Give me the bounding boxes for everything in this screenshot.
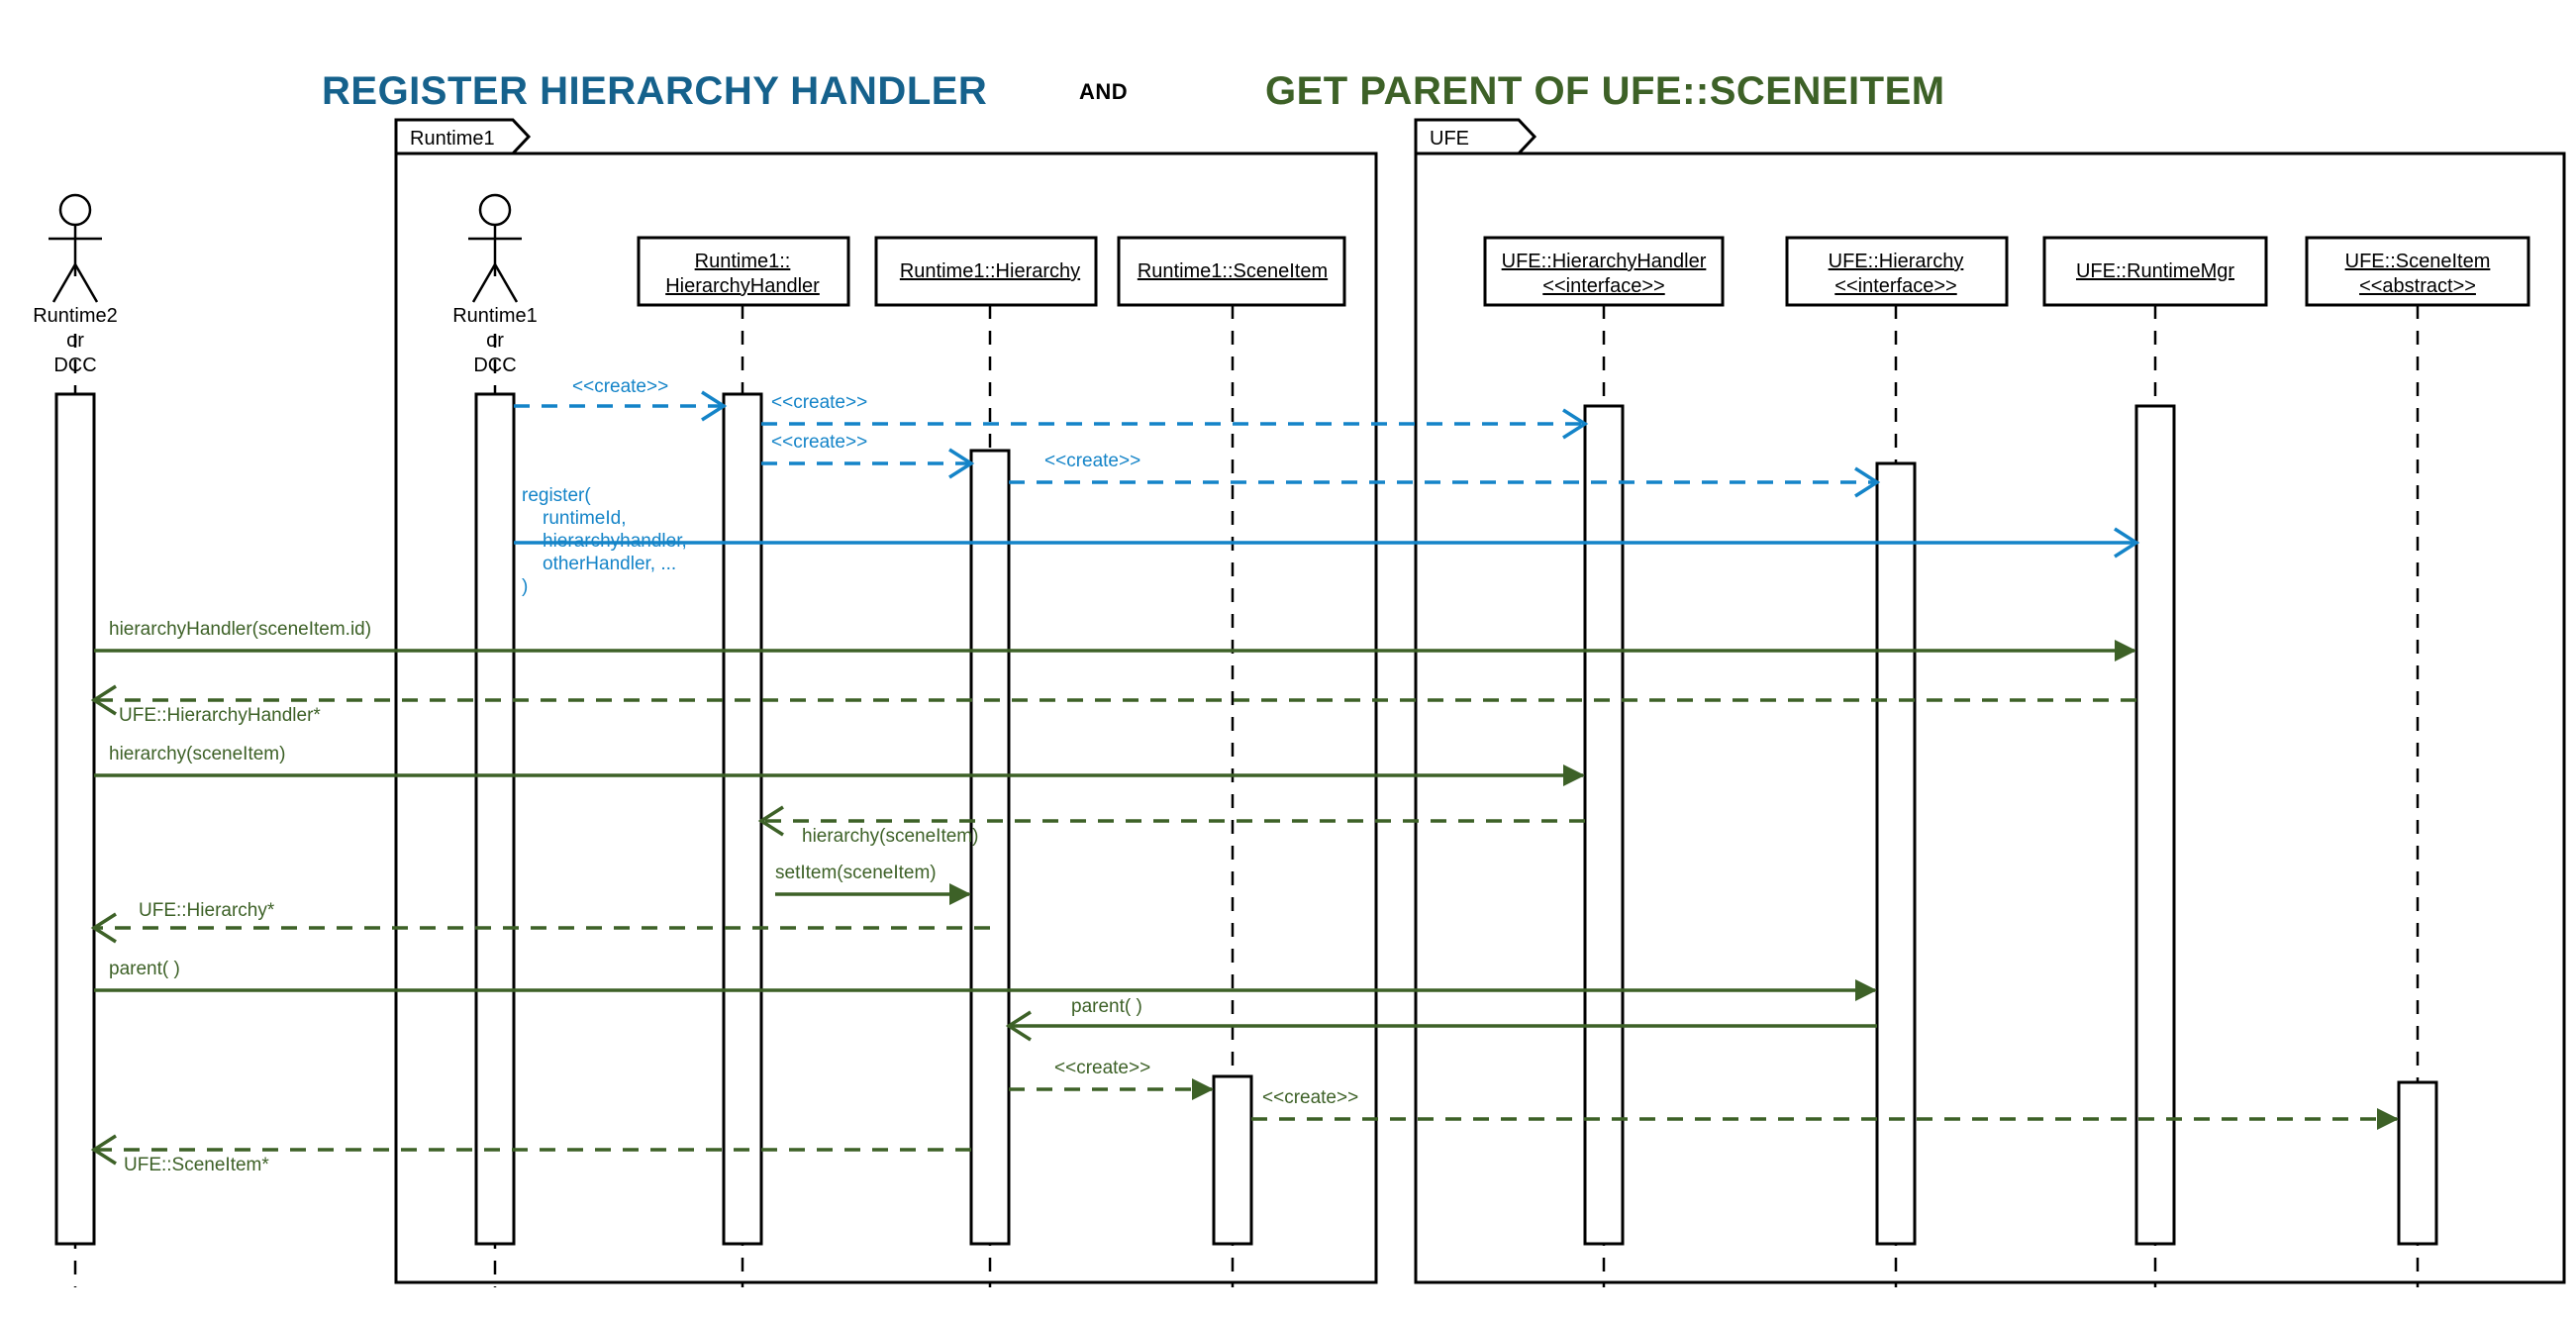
title-right: GET PARENT OF UFE::SCENEITEM bbox=[1265, 69, 1945, 113]
message-label-m1: <<create>> bbox=[572, 376, 668, 397]
actor-leg-left bbox=[51, 263, 77, 303]
arrow-head-m14 bbox=[1192, 1078, 1214, 1100]
participant-rt1-hierarchy[interactable]: Runtime1::Hierarchy bbox=[874, 236, 1098, 307]
arrow-head-m3 bbox=[948, 448, 975, 479]
message-label-m8: hierarchy(sceneItem) bbox=[109, 744, 285, 764]
act-runtime1 bbox=[474, 392, 516, 1246]
actor-leg-left bbox=[471, 263, 497, 303]
participant-rt1-hierarchyhandler[interactable]: Runtime1::HierarchyHandler bbox=[637, 236, 850, 307]
package-label: Runtime1 bbox=[410, 128, 495, 150]
act-ufe-runtimemgr bbox=[2134, 404, 2176, 1246]
act-rt1-sceneitem bbox=[1212, 1074, 1253, 1246]
act-runtime2 bbox=[54, 392, 96, 1246]
participant-label-line: Runtime1:: bbox=[695, 251, 791, 272]
arrow-head-m1 bbox=[701, 390, 728, 422]
actor-label-line: Runtime2 bbox=[33, 305, 118, 327]
arrow-head-m4 bbox=[1854, 466, 1881, 498]
actor-leg-right bbox=[73, 263, 99, 303]
arrow-head-m16 bbox=[90, 1134, 117, 1166]
package-frame-runtime1: Runtime1 bbox=[394, 118, 1378, 1284]
message-label-m13: parent( ) bbox=[1071, 996, 1142, 1017]
message-label-m9: hierarchy(sceneItem) bbox=[802, 826, 978, 847]
arrow-head-m8 bbox=[1563, 764, 1585, 786]
message-label-m11: UFE::Hierarchy* bbox=[139, 900, 275, 921]
participant-label-line: <<interface>> bbox=[1542, 275, 1664, 297]
arrow-head-m10 bbox=[949, 883, 971, 905]
arrow-head-m12 bbox=[1855, 979, 1877, 1001]
arrow-head-m5 bbox=[2114, 527, 2140, 559]
participant-label-line: UFE::Hierarchy bbox=[1829, 251, 1964, 272]
participant-label-line: <<abstract>> bbox=[2359, 275, 2476, 297]
participant-ufe-sceneitem[interactable]: UFE::SceneItem<<abstract>> bbox=[2305, 236, 2530, 307]
participant-rt1-sceneitem[interactable]: Runtime1::SceneItem bbox=[1117, 236, 1346, 307]
participant-label-line: UFE::RuntimeMgr bbox=[2076, 260, 2234, 282]
message-label-m2: <<create>> bbox=[771, 392, 867, 413]
participant-box[interactable] bbox=[2305, 236, 2530, 307]
arrow-head-m2 bbox=[1562, 408, 1589, 440]
arrow-head-m13 bbox=[1005, 1010, 1032, 1042]
package-label: UFE bbox=[1430, 128, 1469, 150]
message-label-m5: runtimeId, bbox=[543, 508, 626, 529]
title-conjunction: AND bbox=[1079, 79, 1128, 104]
participant-label-line: Runtime1::SceneItem bbox=[1138, 260, 1328, 282]
participant-box[interactable] bbox=[874, 236, 1098, 307]
actor-head bbox=[58, 193, 92, 227]
message-label-m14: <<create>> bbox=[1054, 1058, 1150, 1078]
package-tab bbox=[394, 118, 532, 155]
participant-ufe-hierarchyhandler[interactable]: UFE::HierarchyHandler<<interface>> bbox=[1483, 236, 1725, 307]
act-rt1-hierarchyhandler bbox=[722, 392, 763, 1246]
arrow-head-m11 bbox=[90, 912, 117, 944]
message-label-m5: ) bbox=[522, 576, 528, 597]
actor-head bbox=[478, 193, 512, 227]
participant-ufe-runtimemgr[interactable]: UFE::RuntimeMgr bbox=[2042, 236, 2268, 307]
package-body bbox=[1414, 152, 2566, 1284]
title-group: REGISTER HIERARCHY HANDLER AND GET PARENT … bbox=[322, 69, 1945, 113]
arrow-head-m7 bbox=[90, 684, 117, 716]
participant-box[interactable] bbox=[1117, 236, 1346, 307]
title-left: REGISTER HIERARCHY HANDLER bbox=[322, 69, 987, 113]
actor-leg-right bbox=[493, 263, 519, 303]
message-label-m16: UFE::SceneItem* bbox=[124, 1155, 269, 1175]
message-label-m6: hierarchyHandler(sceneItem.id) bbox=[109, 619, 371, 640]
participant-label-line: UFE::SceneItem bbox=[2345, 251, 2491, 272]
message-label-m12: parent( ) bbox=[109, 959, 180, 979]
messages-group: <<create>> <<create>> <<create>> <<create>>… bbox=[90, 376, 2399, 1175]
message-label-m5: register( bbox=[522, 485, 591, 506]
participant-ufe-hierarchy[interactable]: UFE::Hierarchy<<interface>> bbox=[1785, 236, 2009, 307]
participant-box[interactable] bbox=[1483, 236, 1725, 307]
message-label-m5: hierarchyhandler, bbox=[543, 531, 687, 552]
message-label-m7: UFE::HierarchyHandler* bbox=[119, 705, 321, 726]
act-ufe-hierarchyhandler bbox=[1583, 404, 1625, 1246]
participant-label-line: <<interface>> bbox=[1834, 275, 1956, 297]
message-label-m5: otherHandler, ... bbox=[543, 554, 676, 574]
act-ufe-hierarchy bbox=[1875, 461, 1917, 1246]
participant-box[interactable] bbox=[637, 236, 850, 307]
message-label-m4: <<create>> bbox=[1044, 451, 1140, 471]
participant-label-line: HierarchyHandler bbox=[665, 275, 820, 297]
package-frame-ufe: UFE bbox=[1414, 118, 2566, 1284]
actor-label-line: Runtime1 bbox=[452, 305, 538, 327]
package-body bbox=[394, 152, 1378, 1284]
act-rt1-hierarchy bbox=[969, 449, 1011, 1246]
act-ufe-sceneitem bbox=[2397, 1080, 2438, 1246]
arrow-head-m15 bbox=[2377, 1108, 2399, 1130]
participant-label-line: UFE::HierarchyHandler bbox=[1502, 251, 1707, 272]
message-label-m3: <<create>> bbox=[771, 432, 867, 453]
arrow-head-m6 bbox=[2115, 640, 2136, 662]
participant-box[interactable] bbox=[2042, 236, 2268, 307]
message-label-m15: <<create>> bbox=[1262, 1087, 1358, 1108]
participant-box[interactable] bbox=[1785, 236, 2009, 307]
participant-label-line: Runtime1::Hierarchy bbox=[900, 260, 1080, 282]
message-label-m10: setItem(sceneItem) bbox=[775, 863, 937, 883]
arrow-head-m9 bbox=[757, 805, 784, 837]
package-tab bbox=[1414, 118, 1537, 155]
